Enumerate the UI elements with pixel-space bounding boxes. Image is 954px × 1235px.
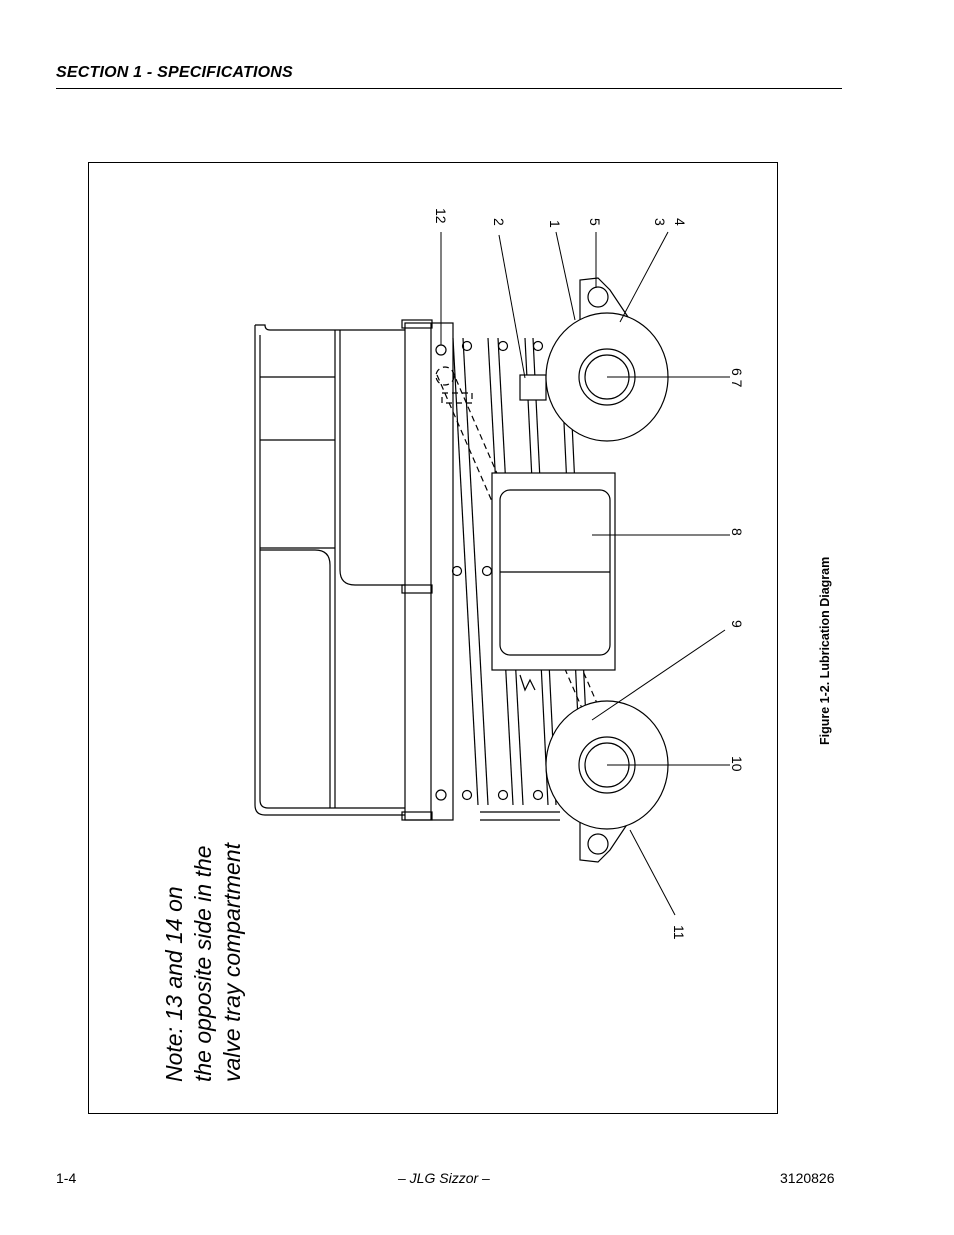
callout-3: 3 [652, 218, 668, 226]
chassis [491, 277, 631, 863]
callout-5: 5 [587, 218, 603, 226]
document-number: 3120826 [780, 1170, 835, 1186]
platform-rails [254, 324, 405, 816]
callout-11: 11 [671, 925, 687, 940]
figure-note: Note: 13 and 14 on the opposite side in … [160, 843, 247, 1082]
callout-labels: 12 2 1 5 3 4 6 7 8 9 10 11 [433, 208, 745, 940]
figure-caption: Figure 1-2. Lubrication Diagram [818, 556, 832, 745]
callout-4: 4 [672, 218, 688, 226]
note-line: Note: 13 and 14 on [161, 886, 187, 1082]
callout-6-7: 6 7 [729, 368, 745, 388]
callout-leaders [440, 231, 730, 916]
callout-10: 10 [729, 756, 745, 772]
callout-2: 2 [491, 218, 507, 226]
callout-8: 8 [729, 528, 745, 536]
callout-9: 9 [729, 620, 745, 628]
note-line: valve tray compartment [219, 842, 245, 1082]
callout-1: 1 [547, 220, 563, 228]
footer-title: – JLG Sizzor – [398, 1170, 490, 1186]
header-rule [56, 88, 842, 89]
page-number: 1-4 [56, 1170, 77, 1186]
note-line: the opposite side in the [190, 845, 216, 1082]
section-header: SECTION 1 - SPECIFICATIONS [56, 64, 293, 81]
callout-12: 12 [433, 208, 449, 224]
figure-frame [88, 162, 778, 1114]
